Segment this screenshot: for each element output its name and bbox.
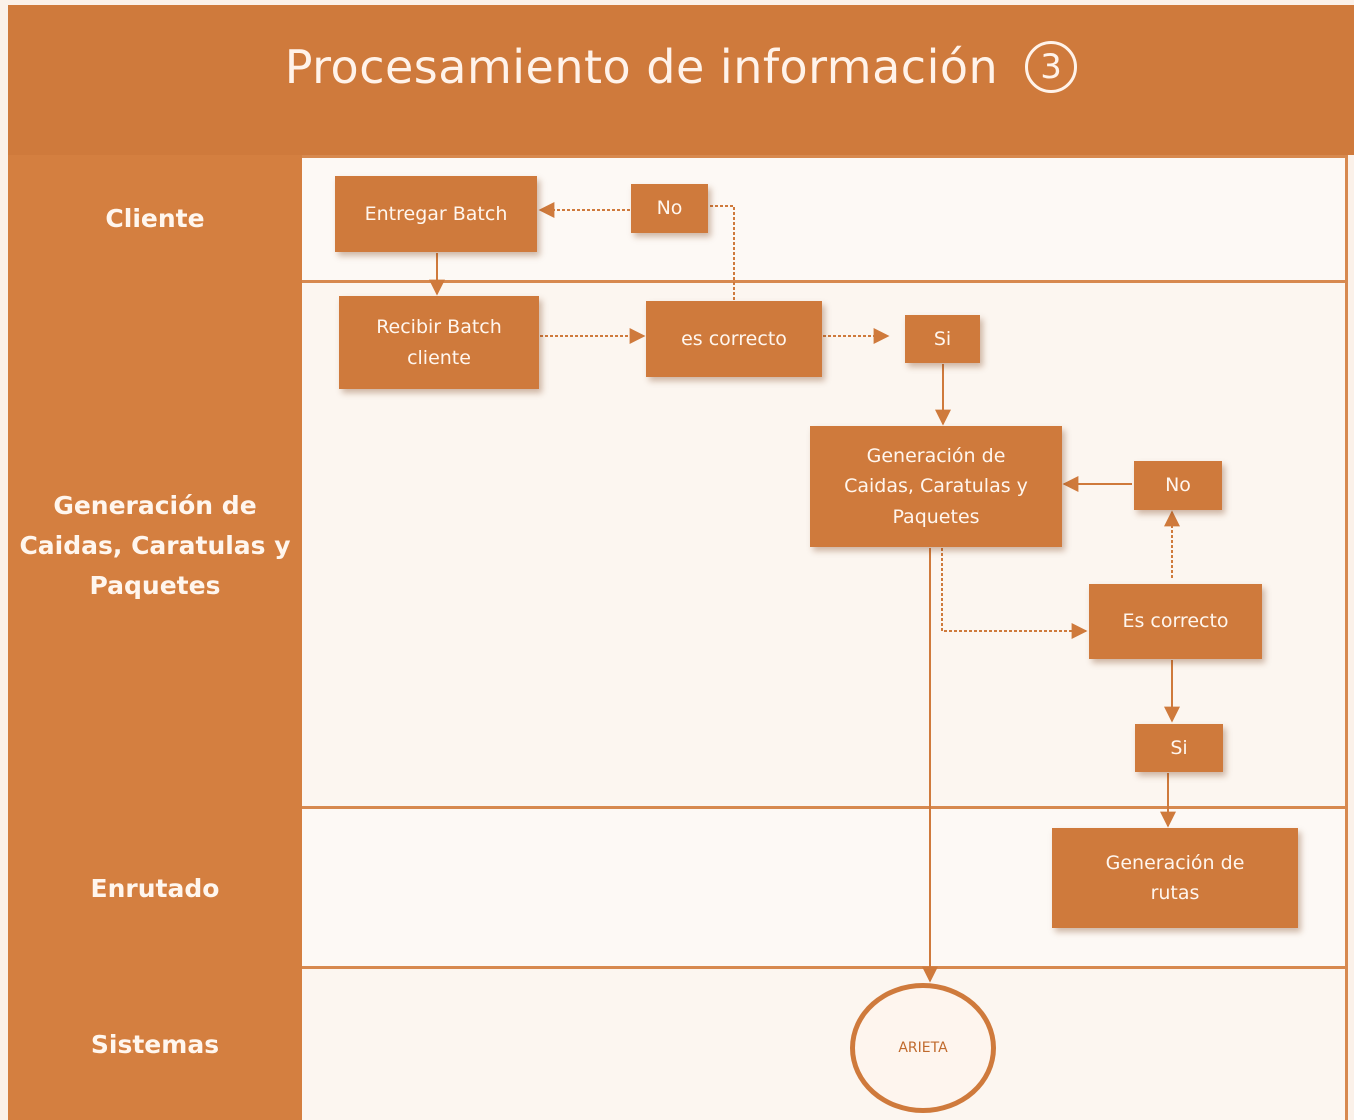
node-es-correcto-1: es correcto bbox=[646, 301, 822, 377]
node-recibir-batch: Recibir Batch cliente bbox=[339, 296, 539, 389]
lane-label-cliente: Cliente bbox=[8, 155, 302, 283]
node-entregar-batch: Entregar Batch bbox=[335, 176, 537, 252]
node-es-correcto-2: Es correcto bbox=[1089, 584, 1262, 659]
node-si-1: Si bbox=[905, 315, 980, 363]
node-generacion-caidas: Generación de Caidas, Caratulas y Paquet… bbox=[810, 426, 1062, 547]
lane-label-sistemas: Sistemas bbox=[8, 969, 302, 1120]
node-generacion-rutas: Generación de rutas bbox=[1052, 828, 1298, 928]
node-arieta: ARIETA bbox=[850, 983, 996, 1113]
page-title: Procesamiento de información 3 bbox=[8, 40, 1354, 97]
lane-label-enrutado: Enrutado bbox=[8, 809, 302, 969]
title-bar bbox=[8, 5, 1354, 155]
node-no-2: No bbox=[1134, 461, 1222, 510]
lane-label-generacion: Generación de Caidas, Caratulas y Paquet… bbox=[8, 283, 302, 809]
node-si-2: Si bbox=[1135, 724, 1223, 772]
lane-body-sistemas bbox=[302, 969, 1348, 1120]
title-label: Procesamiento de información bbox=[284, 40, 999, 94]
title-number-badge: 3 bbox=[1025, 40, 1078, 93]
node-no-1: No bbox=[631, 184, 708, 233]
